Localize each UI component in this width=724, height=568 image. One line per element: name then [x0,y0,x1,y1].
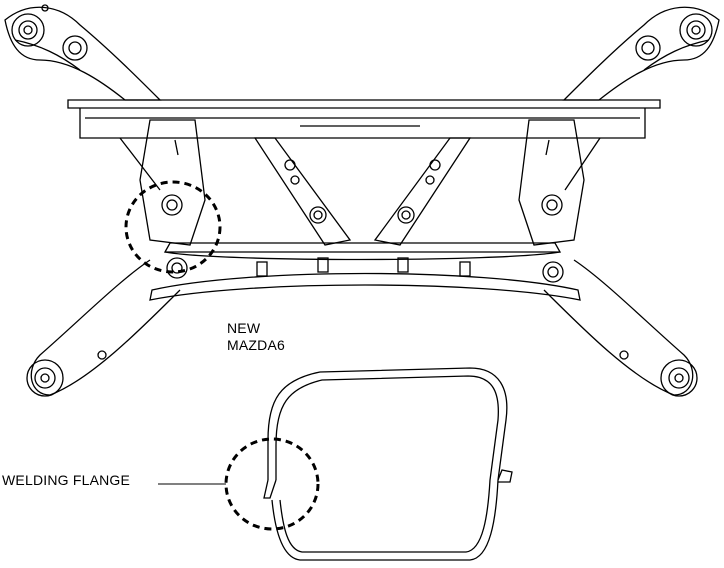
model-label: NEW MAZDA6 [227,320,285,354]
lower-left-arm [26,257,188,397]
model-label-line1: NEW [227,320,261,336]
upper-right-arm [562,6,720,101]
upper-left-arm [4,4,162,101]
rear-beam [149,242,581,301]
right-bracket [518,119,585,246]
cross-section-profile [263,367,513,561]
diagonal-braces [253,137,472,246]
lower-right-arm [542,259,698,397]
welding-flange-label: WELDING FLANGE [2,472,131,488]
weld-location-highlight [124,180,222,274]
welding-flange-highlight [224,437,320,531]
front-beam [67,99,661,191]
left-bracket [139,119,206,246]
model-label-line2: MAZDA6 [227,337,285,353]
